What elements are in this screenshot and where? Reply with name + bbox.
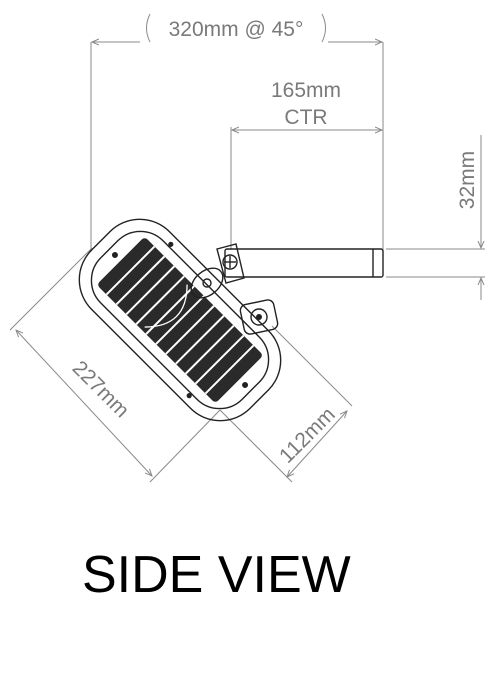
heatsink-contour-curve	[144, 284, 188, 328]
knuckle-bore-icon	[202, 278, 212, 288]
center-offset-label: CTR	[284, 106, 327, 129]
mounting-arm	[216, 243, 384, 284]
center-offset-value: 165mm	[271, 79, 341, 102]
luminaire-body	[78, 218, 282, 422]
length-upper-extension-line	[9, 247, 93, 331]
overall-label-right-bracket	[321, 13, 326, 43]
length-dimension-line	[16, 330, 152, 476]
depth-dimension-line	[287, 411, 347, 477]
center-offset-dimension: 165mm CTR	[230, 79, 382, 250]
lock-bolt-center-icon	[256, 314, 262, 320]
housing-screw-right-icon	[242, 382, 249, 389]
arm-height-label: 32mm	[456, 151, 479, 209]
pivot-bolt-icon	[222, 254, 238, 270]
depth-lower-extension-line	[219, 409, 293, 483]
housing-screw-left-icon	[111, 251, 118, 258]
length-lower-extension-line	[149, 409, 221, 483]
lock-bolt-icon	[250, 308, 268, 326]
housing-screw-bottom-icon	[186, 393, 192, 399]
knuckle-joint	[190, 267, 224, 299]
housing-outline	[78, 218, 282, 422]
heatsink-fins	[105, 245, 255, 395]
view-title: SIDE VIEW	[82, 546, 351, 604]
length-label: 227mm	[68, 357, 134, 423]
overall-label-left-bracket	[146, 13, 151, 43]
arm-height-dimension: 32mm	[386, 135, 485, 300]
depth-upper-extension-line	[271, 325, 353, 407]
adjustment-lock	[239, 299, 279, 335]
depth-label: 112mm	[275, 403, 340, 468]
arm-body	[224, 248, 384, 278]
overall-width-dimension: 320mm @ 45°	[90, 13, 384, 252]
overall-label-background	[140, 14, 328, 44]
overall-width-label: 320mm @ 45°	[169, 18, 304, 41]
lock-block	[239, 299, 279, 335]
housing-screw-top-icon	[168, 241, 174, 247]
arm-bracket-plate	[216, 243, 245, 284]
knuckle-oval	[190, 267, 224, 299]
housing-inner-outline	[90, 230, 270, 410]
